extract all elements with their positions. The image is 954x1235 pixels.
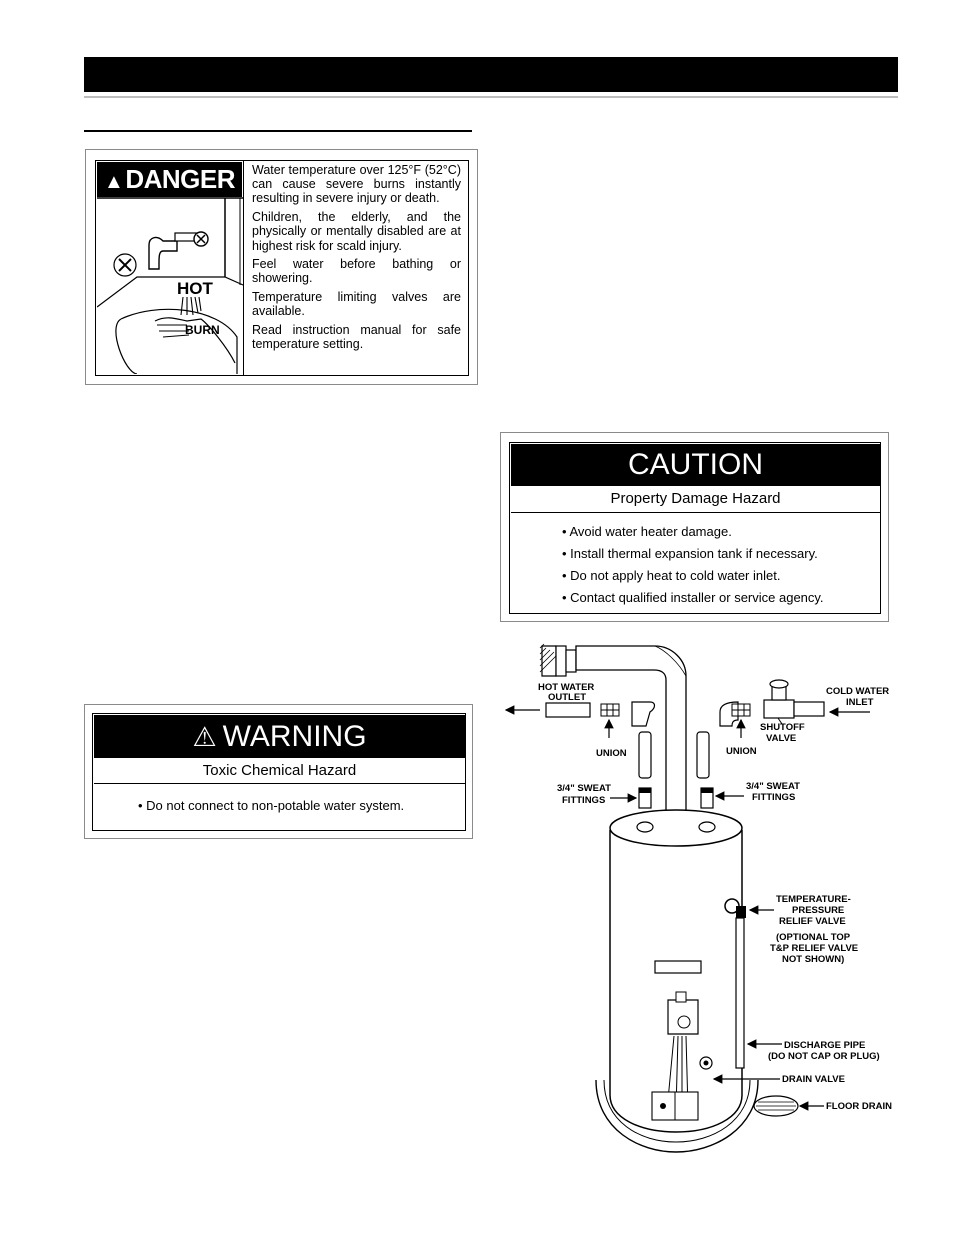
tp-relief-valve — [724, 898, 746, 1069]
sweat-fittings-right-label: 3/4" SWEAT — [746, 781, 800, 792]
drain-valve-label: DRAIN VALVE — [782, 1074, 845, 1085]
caution-item: • Do not apply heat to cold water inlet. — [562, 568, 781, 583]
tp-note: T&P RELIEF VALVE — [770, 943, 858, 954]
caution-label-box — [509, 442, 881, 614]
shutoff-valve-label: SHUTOFF — [760, 722, 805, 733]
shutoff-valve — [763, 679, 825, 719]
warning-list: • Do not connect to non-potable water sy… — [138, 798, 458, 814]
shutoff-valve-label: VALVE — [766, 733, 796, 744]
caution-subheading: Property Damage Hazard — [511, 486, 880, 513]
warning-label-frame — [84, 704, 473, 839]
water-heater-tank — [609, 809, 743, 1133]
caution-item: • Avoid water heater damage. — [562, 524, 732, 539]
danger-line: Children, the elderly, and the physicall… — [252, 210, 461, 253]
union-fitting-right — [731, 703, 751, 717]
burn-text: BURN — [185, 323, 220, 337]
discharge-pipe-label: DISCHARGE PIPE — [784, 1040, 865, 1051]
warning-label-box — [92, 713, 466, 831]
union-right-label: UNION — [726, 746, 757, 757]
cold-water-inlet-label: COLD WATER — [826, 686, 889, 697]
discharge-pipe-label: (DO NOT CAP OR PLUG) — [768, 1051, 880, 1062]
warning-triangle-icon: ⚠ — [192, 722, 217, 752]
danger-message: Water temperature over 125°F (52°C) can … — [252, 163, 461, 356]
sweat-fittings-left-label: 3/4" SWEAT — [557, 783, 611, 794]
hot-text: HOT — [177, 279, 214, 298]
caution-item: • Install thermal expansion tank if nece… — [562, 546, 818, 561]
caution-list: • Avoid water heater damage. • Install t… — [562, 521, 878, 609]
tp-note: (OPTIONAL TOP — [776, 932, 851, 943]
tp-note: NOT SHOWN) — [782, 954, 844, 965]
water-heater-installation-diagram: HOT WATER OUTLET UNION COLD WATER INLET … — [504, 643, 892, 1153]
danger-label-frame — [85, 149, 478, 385]
sweat-fittings-right-label: FITTINGS — [752, 792, 795, 803]
caution-heading: CAUTION — [511, 444, 880, 486]
section-rule — [84, 130, 472, 132]
warning-triangle-icon: ▲ — [104, 171, 124, 193]
tp-valve-label: RELIEF VALVE — [779, 916, 846, 927]
header-rule — [84, 96, 898, 98]
caution-item: • Contact qualified installer or service… — [562, 590, 824, 605]
danger-heading: ▲DANGER — [97, 162, 242, 197]
danger-line: Temperature limiting valves are availabl… — [252, 290, 461, 319]
warning-heading: ⚠WARNING — [94, 715, 465, 758]
danger-line: Water temperature over 125°F (52°C) can … — [252, 163, 461, 206]
tp-valve-label: PRESSURE — [792, 905, 844, 916]
floor-drain-label: FLOOR DRAIN — [826, 1101, 892, 1112]
hot-water-outlet-label: OUTLET — [548, 692, 586, 703]
cold-water-inlet-label: INLET — [846, 697, 874, 708]
sweat-fittings-left-label: FITTINGS — [562, 795, 605, 806]
warning-subheading: Toxic Chemical Hazard — [94, 758, 465, 784]
scald-hazard-illustration: HOT BURN — [97, 197, 243, 374]
tp-valve-label: TEMPERATURE- — [776, 894, 851, 905]
danger-label-box — [95, 160, 469, 376]
hot-water-outlet-label: HOT WATER — [538, 682, 594, 693]
danger-line: Feel water before bathing or showering. — [252, 257, 461, 286]
danger-divider — [243, 160, 244, 376]
floor-drain — [753, 1095, 799, 1117]
header-bar — [84, 57, 898, 92]
union-left-label: UNION — [596, 748, 627, 759]
warning-item: • Do not connect to non-potable water sy… — [138, 798, 405, 813]
caution-label-frame — [500, 432, 889, 622]
danger-line: Read instruction manual for safe tempera… — [252, 323, 461, 352]
union-fitting-left — [600, 703, 620, 717]
